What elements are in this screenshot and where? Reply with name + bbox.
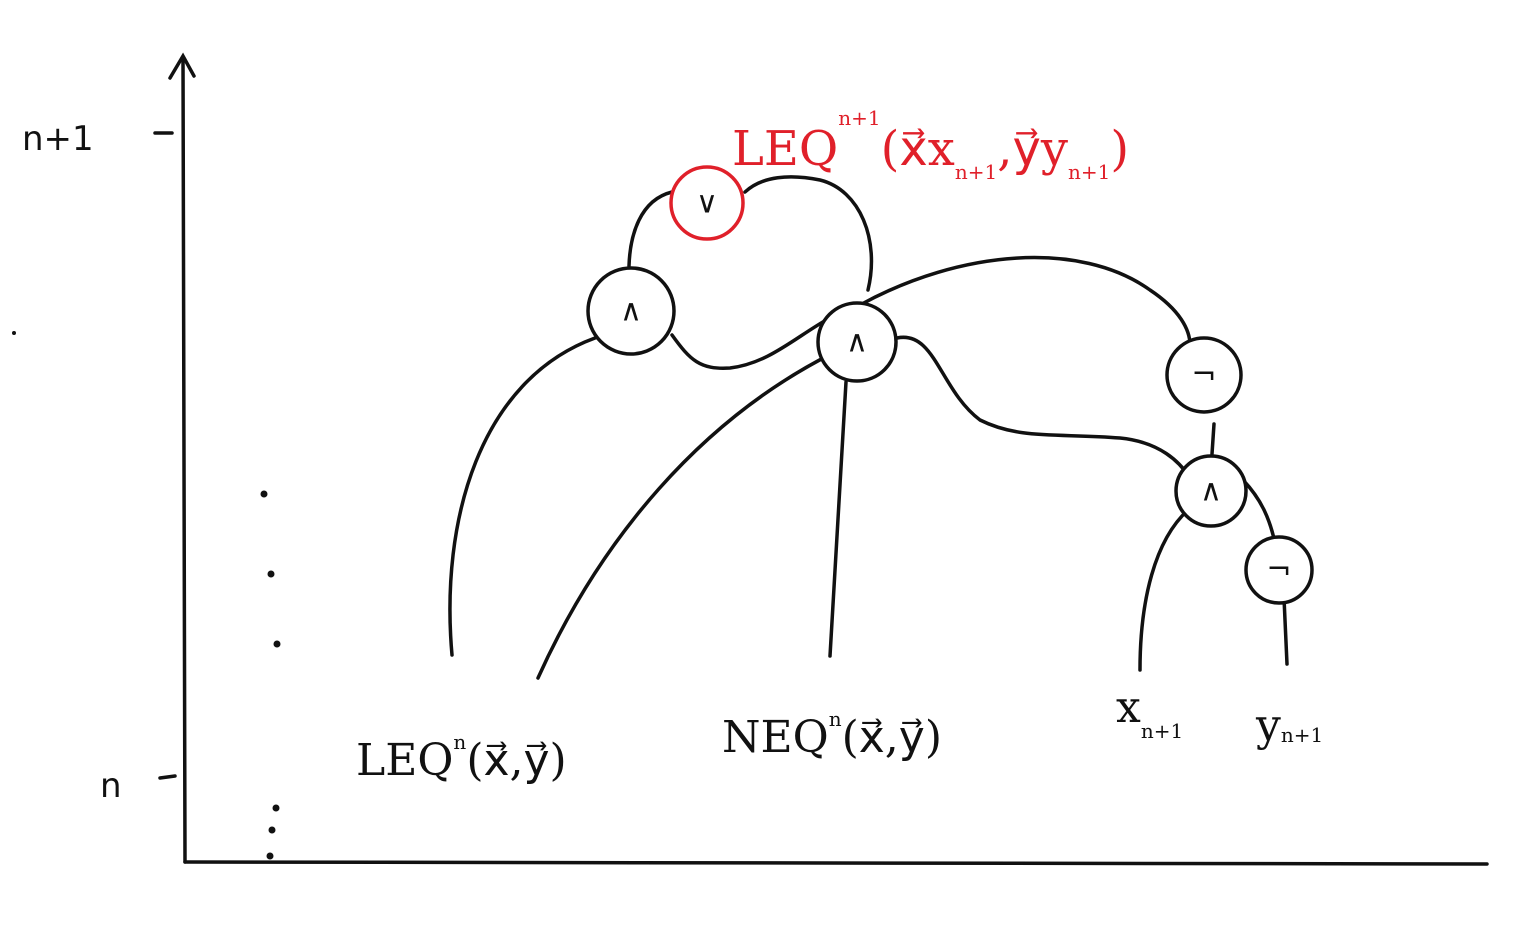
and-gate-left: ∧ xyxy=(586,266,676,356)
not-gate-upper: ¬ xyxy=(1165,336,1243,414)
ellipsis-dots xyxy=(12,331,281,860)
wire-and-left-to-or xyxy=(627,190,674,268)
wire-and-center-to-not-upper xyxy=(858,255,1192,347)
y-label-n-plus-1: n+1 xyxy=(22,119,94,159)
wires xyxy=(448,175,1289,680)
not-symbol: ¬ xyxy=(1191,358,1216,393)
wire-leq-to-and-left xyxy=(448,336,597,657)
or-symbol: ∨ xyxy=(696,186,718,221)
ellipsis-dot xyxy=(272,804,280,812)
input-neq-n: NEQn(x⃗,y⃗) xyxy=(722,707,942,763)
tick-n xyxy=(158,774,177,780)
and-symbol: ∧ xyxy=(846,325,868,360)
wire-neq-to-and-center xyxy=(828,380,848,658)
axes: n+1 n xyxy=(22,52,1489,866)
wire-y-to-not-lower xyxy=(1282,596,1289,666)
input-y-n-plus-1: yn+1 xyxy=(1255,700,1323,751)
or-gate-output: ∨ xyxy=(669,165,745,241)
input-x-n-plus-1: xn+1 xyxy=(1116,682,1183,743)
y-axis xyxy=(181,56,187,864)
ellipsis-dot xyxy=(268,826,276,834)
not-gate-lower: ¬ xyxy=(1244,535,1314,605)
gates: ∨ ∧ ∧ ¬ ∧ ¬ xyxy=(586,165,1314,605)
wire-and-center-to-and-right xyxy=(895,335,1192,480)
y-axis-arrowhead xyxy=(168,52,196,80)
and-gate-center: ∧ xyxy=(816,301,898,383)
ellipsis-dot xyxy=(267,570,275,578)
wire-leq-to-and-center xyxy=(536,351,835,680)
input-labels: LEQn(x⃗,y⃗) NEQn(x⃗,y⃗) xn+1 yn+1 xyxy=(356,682,1323,786)
wire-x-to-and-right xyxy=(1138,508,1190,672)
wire-not-upper-to-and-right xyxy=(1210,422,1216,456)
ellipsis-dot xyxy=(260,490,268,498)
x-axis xyxy=(183,860,1489,866)
not-symbol: ¬ xyxy=(1266,553,1291,588)
input-leq-n: LEQn(x⃗,y⃗) xyxy=(356,730,567,786)
stray-dot xyxy=(12,331,16,335)
and-gate-right: ∧ xyxy=(1174,454,1248,528)
wire-and-right-to-not-lower xyxy=(1241,478,1277,545)
and-symbol: ∧ xyxy=(1200,474,1222,509)
output-leq-n-plus-1: LEQn+1(x⃗xn+1,y⃗yn+1) xyxy=(732,106,1129,184)
ellipsis-dot xyxy=(273,640,281,648)
wire-and-center-to-or xyxy=(743,175,874,292)
ellipsis-dot xyxy=(266,852,274,860)
and-symbol: ∧ xyxy=(620,294,642,329)
y-label-n: n xyxy=(100,766,122,806)
